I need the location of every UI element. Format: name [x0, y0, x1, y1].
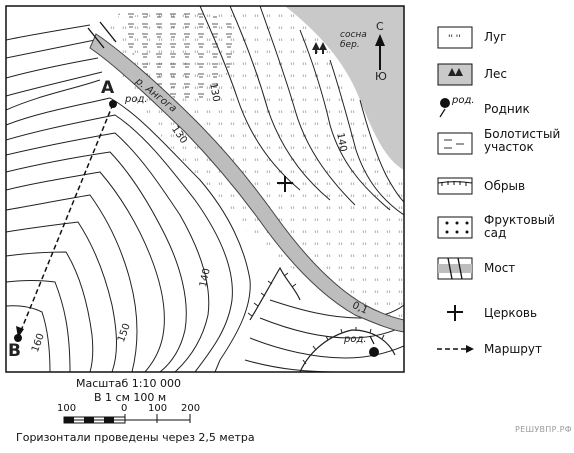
meadow-icon — [437, 26, 473, 49]
svg-text:'' '': '' '' — [448, 34, 461, 44]
legend-label-spring: Родник — [484, 102, 530, 116]
point-b-label: В — [8, 341, 21, 361]
bridge — [87, 21, 117, 49]
spring-marker-b — [14, 334, 22, 342]
spring-label-a: род. — [125, 94, 148, 105]
scale-bar — [63, 414, 191, 424]
swamp-area — [118, 10, 234, 104]
compass-south: Ю — [375, 70, 387, 83]
legend-spring-sample: род. — [452, 95, 475, 106]
church-icon — [447, 305, 463, 321]
tree-icons — [312, 42, 327, 54]
legend-label-bridge: Мост — [484, 261, 516, 275]
spring-label-map: род. — [344, 334, 367, 345]
scale-tick-200: 200 — [181, 403, 201, 414]
legend-icons: '' '' — [437, 26, 474, 353]
legend-label-swamp: Болотистый участок — [484, 127, 561, 154]
spring-marker-a — [109, 100, 117, 108]
spring-icon-map — [369, 335, 379, 357]
cliff-icon — [437, 177, 473, 195]
forest-type-label: сосна бер. — [340, 30, 367, 50]
legend-label-orchard: Фруктовый сад — [484, 213, 555, 240]
compass-arrow — [375, 34, 385, 70]
legend-label-route: Маршрут — [484, 342, 543, 356]
scale-tick-0: 0 — [121, 403, 128, 414]
legend-label-cliff: Обрыв — [484, 179, 526, 193]
point-a-label: А — [101, 78, 115, 98]
spring-icon — [439, 98, 450, 118]
scale-tick-100-left: 100 — [57, 403, 77, 414]
route-icon — [437, 345, 474, 353]
compass-north: С — [376, 20, 384, 33]
watermark: РЕШУВПР.РФ — [515, 425, 572, 434]
swamp-icon — [437, 132, 473, 155]
forest-area — [285, 6, 404, 170]
contour-interval-note: Горизонтали проведены через 2,5 метра — [16, 431, 255, 444]
river — [89, 33, 404, 333]
church-icon-map — [277, 176, 293, 192]
map-frame — [5, 5, 405, 373]
legend-label-forest: Лес — [484, 67, 508, 81]
scale-subtitle: В 1 см 100 м — [94, 391, 167, 404]
scale-title: Масштаб 1:10 000 — [76, 377, 181, 390]
legend-label-church: Церковь — [484, 306, 538, 320]
orchard-icon — [437, 216, 473, 239]
route-line — [16, 103, 114, 339]
legend-label-meadow: Луг — [484, 30, 507, 44]
scale-tick-100: 100 — [148, 403, 168, 414]
